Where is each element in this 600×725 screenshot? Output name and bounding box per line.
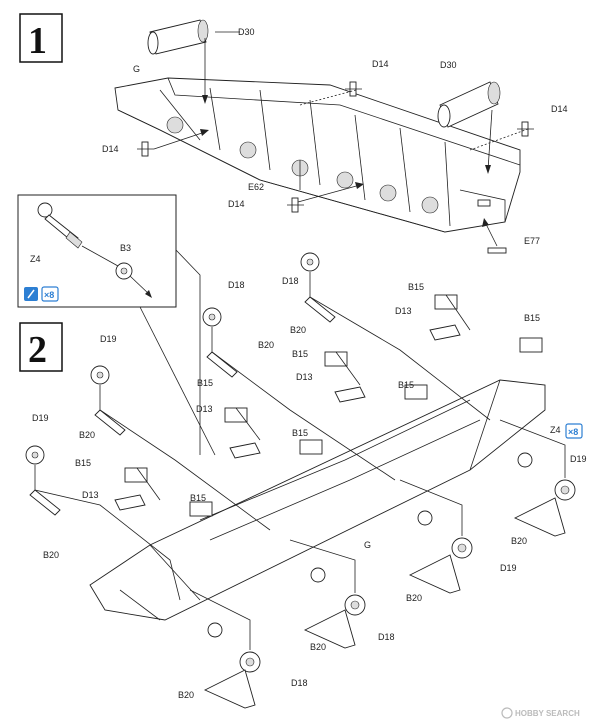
part-D14-bottom xyxy=(287,197,304,213)
suspension-units-upper xyxy=(25,252,543,517)
label-B20-b: B20 xyxy=(258,340,274,350)
label-B20-e: B20 xyxy=(511,536,527,546)
label-D19-d: D19 xyxy=(500,563,517,573)
label-D13-a: D13 xyxy=(395,306,412,316)
label-E77: E77 xyxy=(524,236,540,246)
step-1-badge: 1 xyxy=(19,13,63,63)
label-D14-b: D14 xyxy=(551,104,568,114)
label-Z4: Z4 xyxy=(550,425,561,435)
quantity-text-step2: ×8 xyxy=(568,427,578,437)
label-D14-c: D14 xyxy=(102,144,119,154)
label-D18-c: D18 xyxy=(378,632,395,642)
label-G: G xyxy=(133,64,140,74)
label-B15-h: B15 xyxy=(190,493,206,503)
label-D14-a: D14 xyxy=(372,59,389,69)
quantity-text-inset: ×8 xyxy=(44,290,54,300)
label-D13-d: D13 xyxy=(82,490,99,500)
part-D14-top xyxy=(345,81,362,97)
inset-box: Z4 B3 ×8 xyxy=(17,194,216,456)
label-D13-b: D13 xyxy=(296,372,313,382)
label-B15-g: B15 xyxy=(75,458,91,468)
label-B15-b: B15 xyxy=(524,313,540,323)
label-D30-a: D30 xyxy=(238,27,255,37)
cement-icon xyxy=(24,287,38,301)
label-D19-a: D19 xyxy=(100,334,117,344)
quantity-badge-step2: ×8 xyxy=(565,423,583,439)
label-B20-g: B20 xyxy=(178,690,194,700)
part-D14-left xyxy=(137,141,154,157)
label-D19-c: D19 xyxy=(570,454,587,464)
part-E77 xyxy=(482,218,507,254)
label-D18-d: D18 xyxy=(291,678,308,688)
label-D13-c: D13 xyxy=(196,404,213,414)
label-E62: E62 xyxy=(248,182,264,192)
watermark: HOBBY SEARCH xyxy=(501,707,580,719)
label-B20-f: B20 xyxy=(310,642,326,652)
label-B20-a: B20 xyxy=(290,325,306,335)
step-1-number: 1 xyxy=(28,20,47,62)
label-B20-h: B20 xyxy=(406,593,422,603)
label-B20-d: B20 xyxy=(43,550,59,560)
label-D18-a: D18 xyxy=(228,280,245,290)
watermark-text: HOBBY SEARCH xyxy=(515,709,580,718)
step-2-number: 2 xyxy=(28,329,47,371)
label-D18-b: D18 xyxy=(282,276,299,286)
step-1-hull-assembly: D30 G D14 D30 D14 D14 E62 D14 E77 xyxy=(102,19,568,254)
label-B15-f: B15 xyxy=(292,428,308,438)
quantity-badge-inset: ×8 xyxy=(41,286,59,302)
step-2-suspension-assembly: ×8 D18 D18 B15 D13 B15 B20 B20 B15 D13 B… xyxy=(25,252,587,709)
label-B15-e: B15 xyxy=(197,378,213,388)
label-B15-a: B15 xyxy=(408,282,424,292)
label-D30-b: D30 xyxy=(440,60,457,70)
step-2-badge: 2 xyxy=(19,322,63,372)
label-B15-d: B15 xyxy=(398,380,414,390)
part-D30-right xyxy=(437,81,501,128)
label-D19-b: D19 xyxy=(32,413,49,423)
label-inset-B3: B3 xyxy=(120,243,131,253)
label-B15-c: B15 xyxy=(292,349,308,359)
suspension-units-lower xyxy=(203,452,576,709)
label-B20-c: B20 xyxy=(79,430,95,440)
label-G-step2: G xyxy=(364,540,371,550)
part-D30-left xyxy=(147,19,209,55)
label-inset-Z4: Z4 xyxy=(30,254,41,264)
label-D14-d: D14 xyxy=(228,199,245,209)
part-D14-right xyxy=(517,121,534,137)
